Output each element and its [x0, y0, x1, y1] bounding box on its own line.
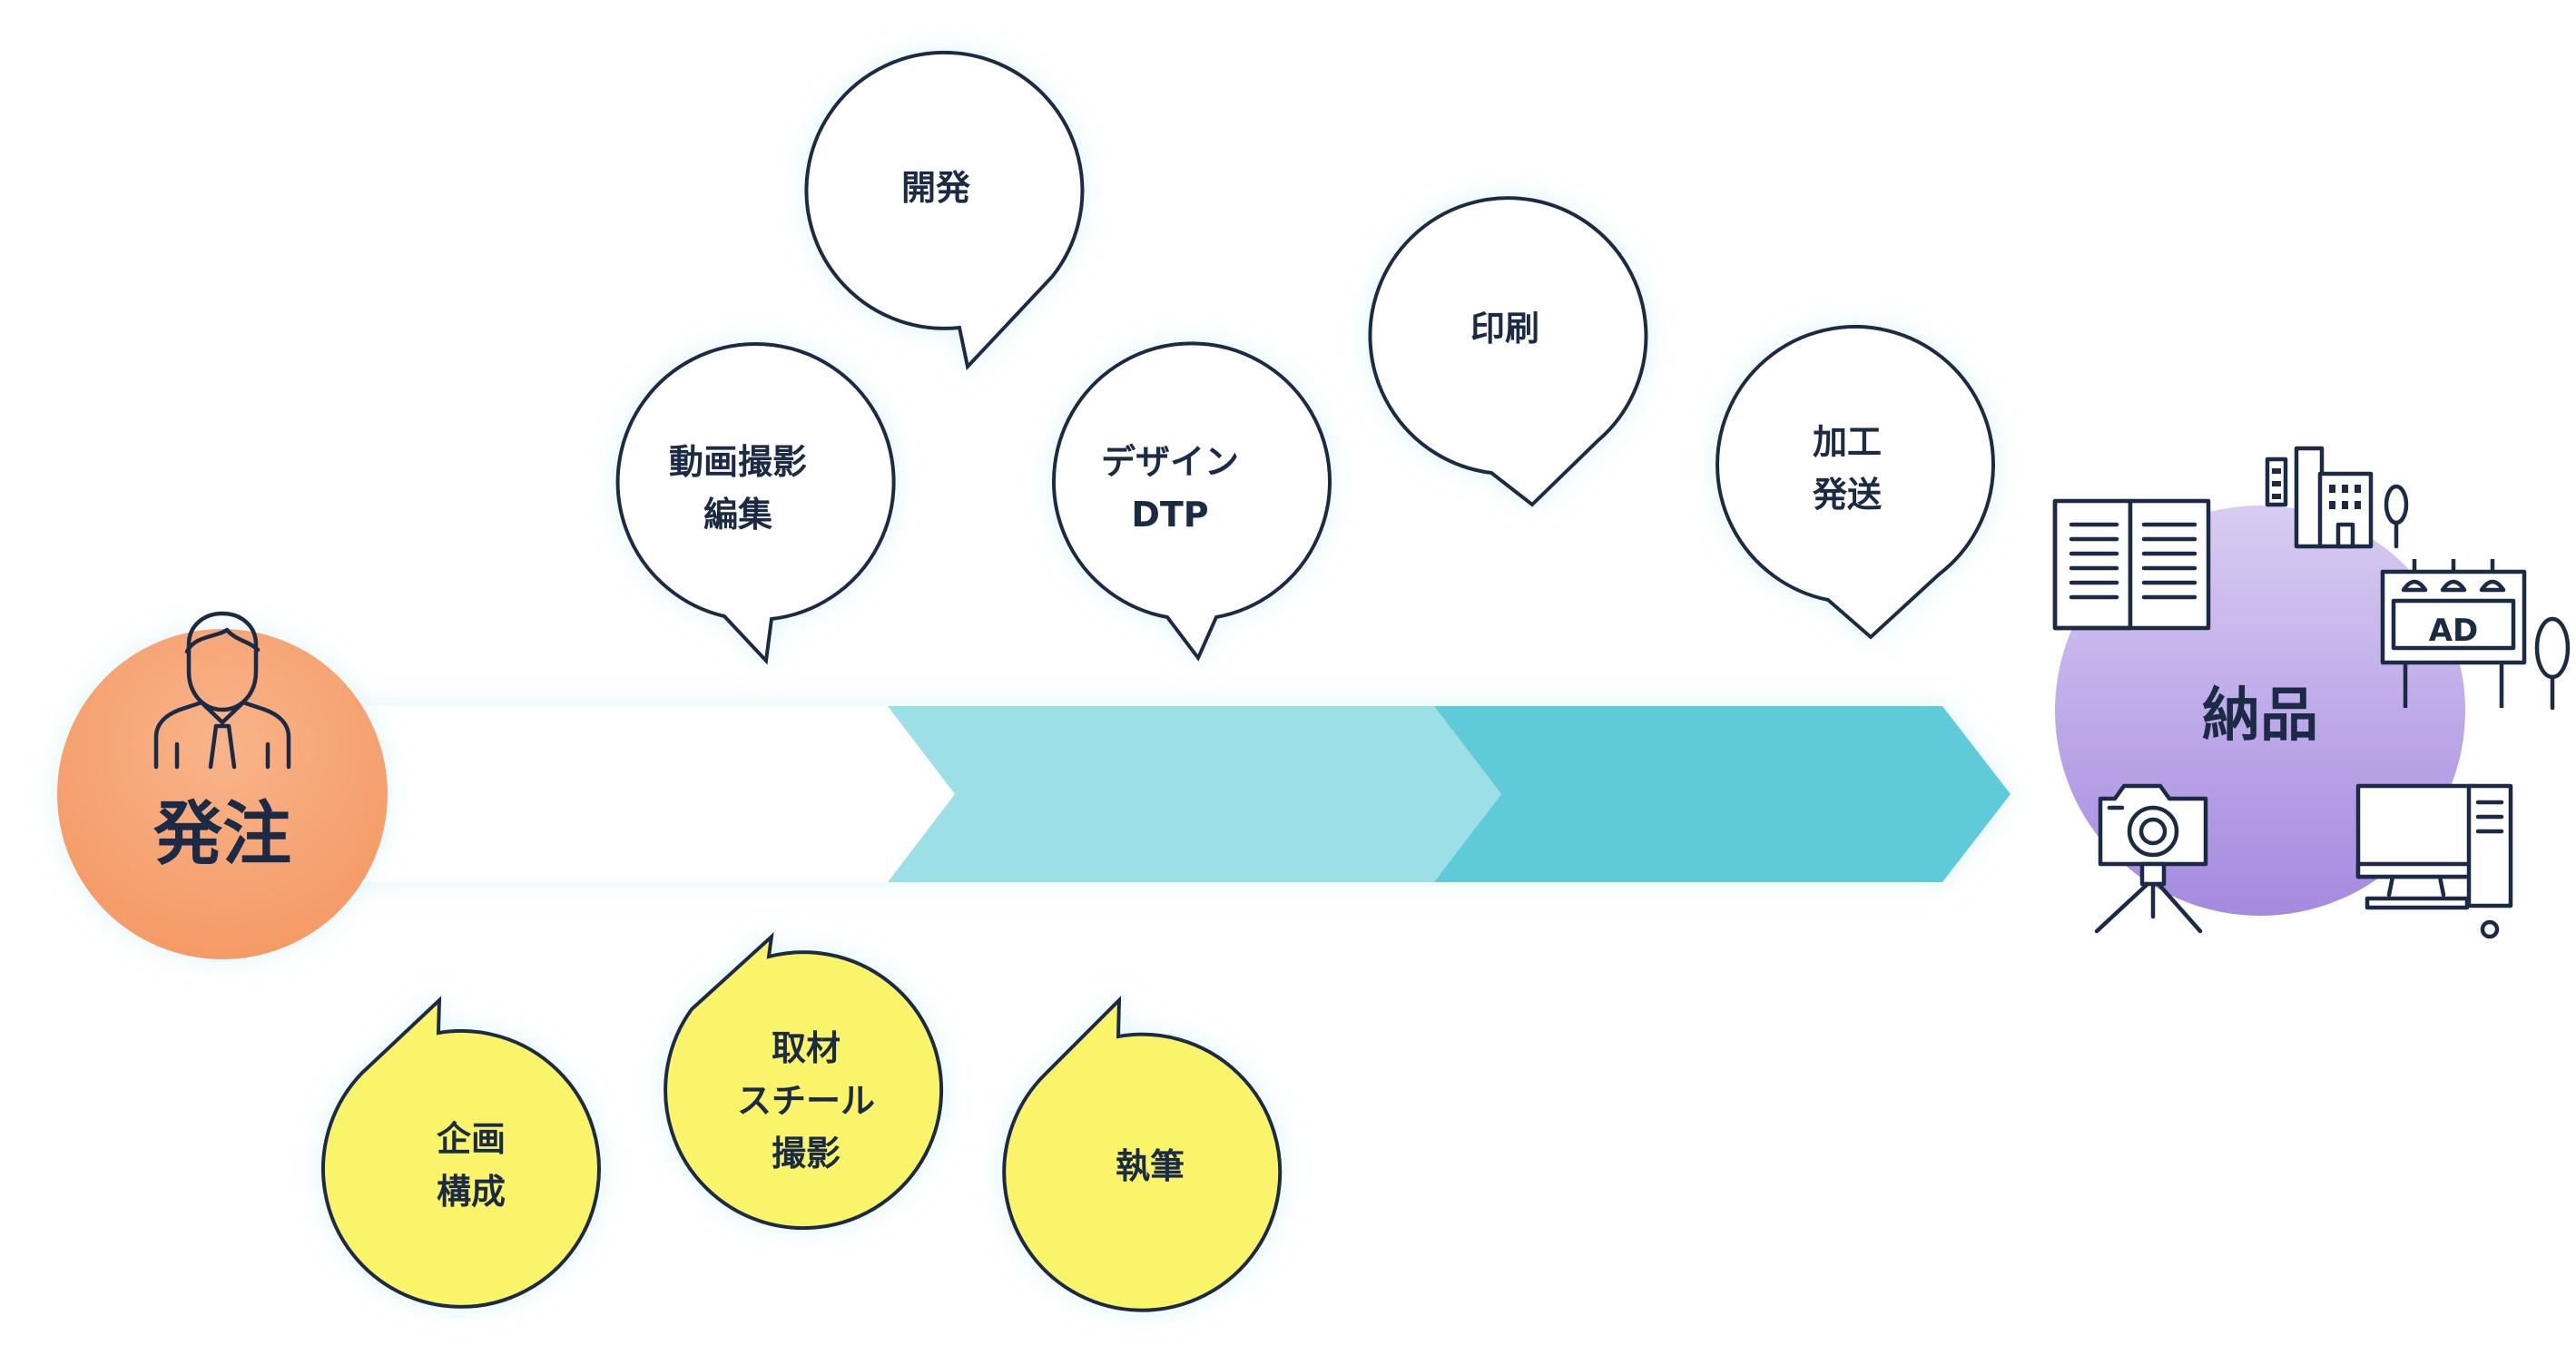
billboard-text: AD	[2429, 613, 2479, 649]
bubble-kaihatsu	[804, 50, 1085, 371]
bubble-kakou-hassou	[1716, 324, 1995, 640]
bubble-insatsu	[1368, 196, 1648, 507]
arrow-segment-light	[888, 706, 1501, 882]
lower-bubble-labels: 企画 構成 取材 スチール 撮影 執筆	[437, 1028, 1185, 1212]
arrow-segment-white	[345, 706, 955, 882]
arrow-segment-dark	[1434, 706, 2011, 882]
upper-bubbles	[615, 50, 1995, 665]
start-node: 発注	[57, 611, 388, 959]
bubble-label-shuzai-line3: 撮影	[772, 1134, 841, 1174]
bubble-label-design-line1: デザイン	[1101, 442, 1239, 482]
bubble-label-design-line2: DTP	[1131, 495, 1208, 535]
bubble-kikaku-kousei	[321, 996, 601, 1309]
bubble-label-kikaku-line2: 構成	[437, 1172, 506, 1212]
start-label: 発注	[153, 793, 291, 874]
bubble-design-dtp	[1052, 341, 1332, 662]
start-circle	[57, 629, 388, 959]
bubble-label-douga-line1: 動画撮影	[669, 442, 807, 482]
bubble-label-insatsu: 印刷	[1470, 309, 1539, 349]
desktop-computer-icon	[2355, 783, 2513, 939]
bubble-label-shuzai-line1: 取材	[772, 1028, 841, 1068]
camera-on-tripod-icon	[2094, 783, 2208, 934]
bubble-label-kakou-line1: 加工	[1813, 422, 1882, 462]
building-icon	[2265, 446, 2374, 549]
tree-icon	[2534, 616, 2571, 711]
upper-bubble-labels: 開発 動画撮影 編集 デザイン DTP 印刷 加工 発送	[669, 168, 1882, 535]
bubble-douga-satsuei-henshu	[615, 342, 896, 665]
bubble-shuzai-still-satsuei	[664, 931, 944, 1231]
process-arrow	[345, 706, 2011, 882]
bubble-shippitsu	[1002, 996, 1283, 1312]
bubble-label-shuzai-line2: スチール	[737, 1081, 875, 1121]
end-node: 納品	[2052, 446, 2571, 939]
end-label: 納品	[2202, 682, 2318, 750]
bubble-label-kikaku-line1: 企画	[437, 1119, 506, 1159]
billboard-icon: AD	[2380, 559, 2527, 708]
open-book-icon	[2052, 498, 2211, 631]
bubble-label-shippitsu: 執筆	[1116, 1146, 1185, 1186]
bubble-label-kaihatsu: 開発	[901, 168, 971, 208]
bubble-label-kakou-line2: 発送	[1813, 475, 1882, 515]
tree-icon	[2384, 484, 2409, 549]
lower-bubbles	[321, 931, 1283, 1312]
bubble-label-douga-line2: 編集	[703, 495, 772, 535]
person-icon	[153, 611, 291, 770]
